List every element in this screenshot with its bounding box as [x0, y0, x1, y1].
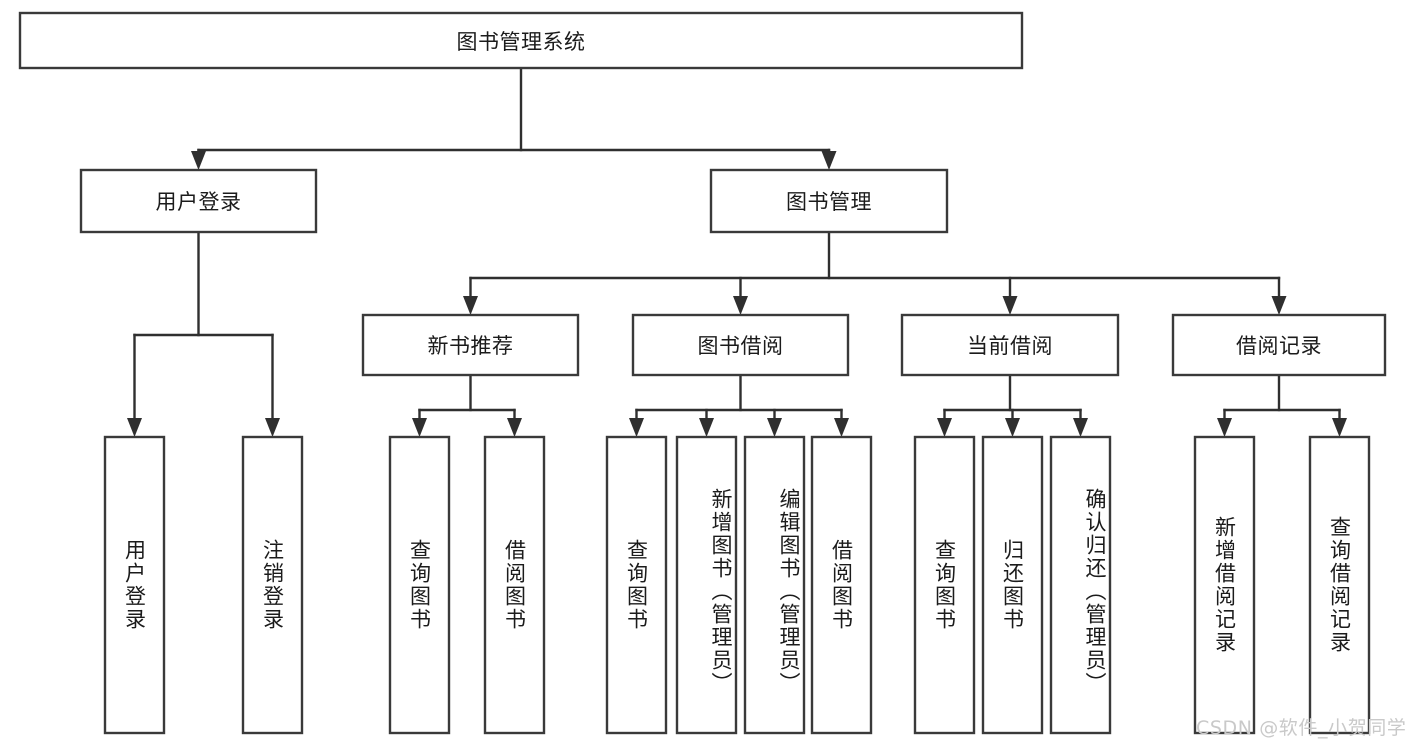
arrow-head-icon [265, 418, 280, 437]
leaf-node-box-leaf-query-book-3[interactable] [913, 435, 976, 735]
arrow-head-icon [937, 418, 952, 437]
level2-node-box-book-manage[interactable] [709, 168, 949, 234]
arrow-head-icon [821, 151, 837, 170]
leaf-node-box-leaf-borrow-book-1[interactable] [483, 435, 546, 735]
arrow-head-icon [1332, 418, 1347, 437]
level2-node-box-user-login[interactable] [79, 168, 318, 234]
arrow-head-icon [733, 296, 748, 315]
arrow-head-icon [463, 296, 478, 315]
arrow-head-icon [1073, 418, 1088, 437]
leaf-node-box-leaf-user-login[interactable] [103, 435, 166, 735]
level3-node-box-new-book-recommend[interactable] [361, 313, 580, 377]
leaf-node-box-leaf-return-book[interactable] [981, 435, 1044, 735]
leaf-node-box-leaf-logout[interactable] [241, 435, 304, 735]
arrow-head-icon [1271, 296, 1287, 315]
arrow-head-icon [507, 418, 522, 437]
leaf-node-box-leaf-query-book-2[interactable] [605, 435, 668, 735]
leaf-node-box-leaf-edit-book-admin[interactable] [743, 435, 806, 735]
arrow-head-icon [1005, 418, 1020, 437]
leaf-node-box-leaf-query-record[interactable] [1308, 435, 1371, 735]
arrow-head-icon [127, 418, 142, 437]
leaf-node-box-leaf-add-book-admin[interactable] [675, 435, 738, 735]
arrow-head-icon [699, 418, 714, 437]
arrow-head-icon [834, 418, 849, 437]
level3-node-box-current-borrow[interactable] [900, 313, 1120, 377]
arrow-head-icon [412, 418, 427, 437]
leaf-node-box-leaf-query-book-1[interactable] [388, 435, 451, 735]
arrow-head-icon [1002, 296, 1018, 315]
connectors-layer [127, 66, 1347, 437]
leaf-node-box-leaf-add-record[interactable] [1193, 435, 1256, 735]
root-node-box[interactable] [18, 11, 1024, 70]
leaf-node-box-leaf-borrow-book-2[interactable] [810, 435, 873, 735]
arrow-head-icon [1217, 418, 1232, 437]
level3-node-box-borrow-record[interactable] [1171, 313, 1387, 377]
boxes-layer [18, 11, 1387, 735]
arrow-head-icon [191, 151, 206, 170]
leaf-node-box-leaf-confirm-return[interactable] [1049, 435, 1112, 735]
level3-node-box-book-borrow[interactable] [631, 313, 850, 377]
arrow-head-icon [767, 418, 782, 437]
arrow-head-icon [629, 418, 644, 437]
